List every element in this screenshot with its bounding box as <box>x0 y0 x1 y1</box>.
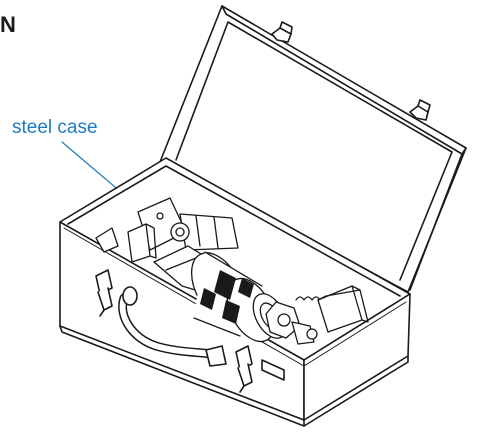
corner-letter: N <box>0 12 16 37</box>
front-latch-right <box>235 345 253 393</box>
lid-latch-clip-right <box>409 99 431 121</box>
callout-label: steel case <box>12 117 98 138</box>
name-plate <box>261 359 285 381</box>
tool-assembly <box>95 197 369 345</box>
lid-latch-clip-left <box>271 21 293 43</box>
front-latch-left <box>95 269 113 317</box>
carry-handle <box>118 286 227 367</box>
